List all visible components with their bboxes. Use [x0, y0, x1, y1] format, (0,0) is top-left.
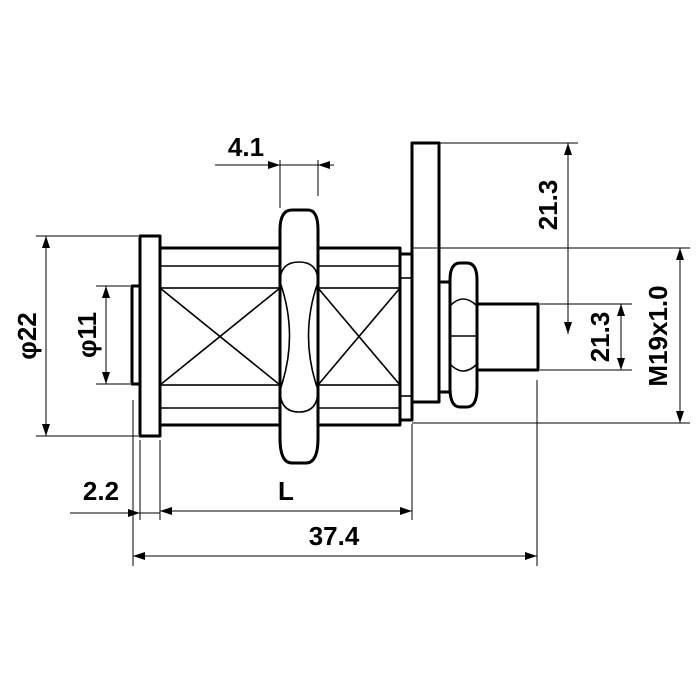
overall-length-label: 37.4 — [309, 521, 360, 551]
flange-thickness-label: 2.2 — [83, 476, 119, 506]
spacer — [437, 280, 452, 394]
lock-body — [130, 141, 540, 465]
mounting-nut — [278, 208, 320, 465]
inner-diameter-label: φ11 — [72, 312, 102, 358]
dimension-labels: 4.1 21.3 21.3 M19x1.0 φ22 φ11 2.2 L 37.4 — [12, 132, 673, 551]
rear-stub — [475, 302, 540, 372]
flange-height-label: 21.3 — [533, 180, 563, 231]
length-label: L — [278, 476, 294, 506]
extension-lines — [36, 142, 690, 566]
front-flange — [138, 234, 162, 438]
rear-collar — [398, 252, 414, 422]
outer-diameter-label: φ22 — [12, 312, 42, 360]
cam-plate — [410, 141, 441, 404]
stub-height-label: 21.3 — [585, 312, 615, 363]
rear-nut — [448, 261, 479, 409]
thread-label: M19x1.0 — [643, 285, 673, 386]
hex-width-label: 4.1 — [228, 132, 264, 162]
front-face-cap — [130, 284, 142, 386]
dimension-lines — [42, 143, 684, 560]
